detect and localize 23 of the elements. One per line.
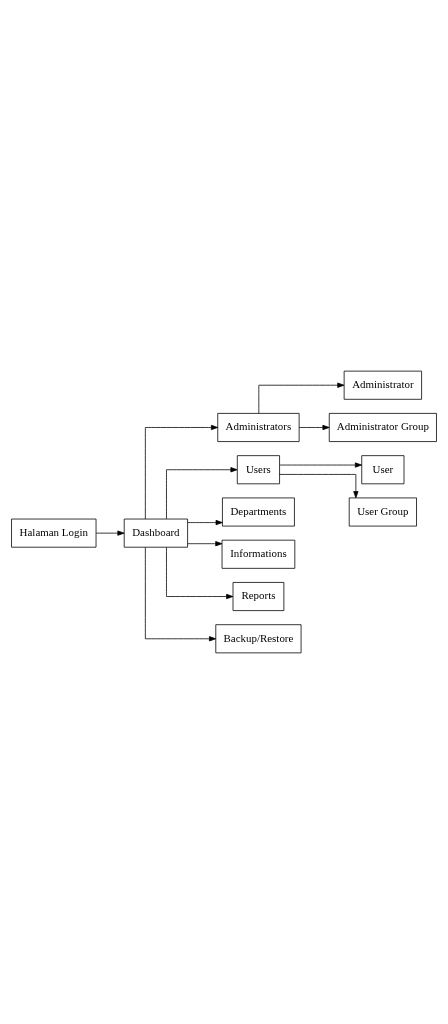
node-box: Administrator Group xyxy=(328,413,437,442)
node-box: Backup/Restore xyxy=(215,624,302,654)
arrow xyxy=(144,424,218,520)
arrow xyxy=(258,382,345,414)
arrow xyxy=(166,467,238,520)
arrow xyxy=(187,520,223,526)
node-box: User xyxy=(361,455,405,485)
node-box: Users xyxy=(236,455,280,485)
node-box: Halaman Login xyxy=(11,518,97,548)
node-box: Administrators xyxy=(217,413,300,442)
node-box: User Group xyxy=(348,497,417,527)
arrow xyxy=(187,541,223,547)
arrow xyxy=(298,424,330,431)
arrow xyxy=(95,530,125,536)
node-box: Reports xyxy=(232,582,285,611)
arrow xyxy=(279,462,362,468)
node-box: Dashboard xyxy=(123,518,188,548)
arrow xyxy=(166,547,234,600)
node-box: Informations xyxy=(221,539,296,569)
arrow xyxy=(279,474,359,499)
node-box: Administrator xyxy=(343,370,422,400)
arrow xyxy=(144,547,217,642)
node-box: Departments xyxy=(222,497,295,527)
